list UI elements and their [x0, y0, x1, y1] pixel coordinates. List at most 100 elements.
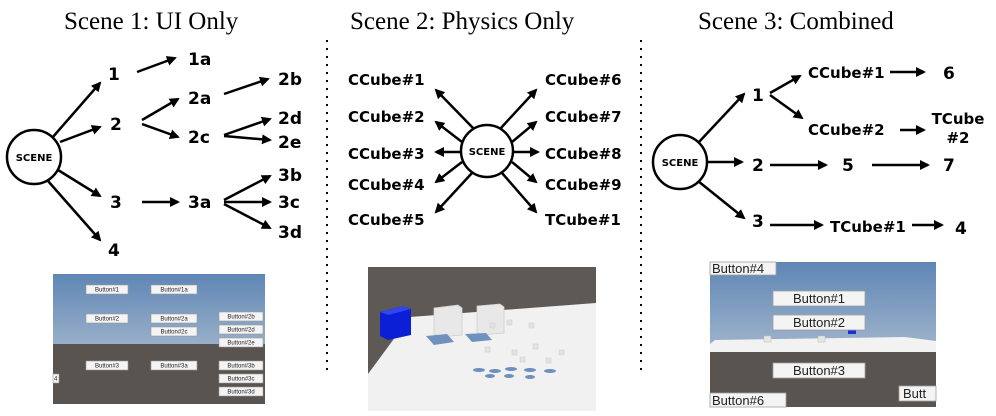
- button-1: Button#1: [95, 288, 120, 294]
- ccube-7: CCube#7: [545, 108, 622, 126]
- node-2d: 2d: [278, 109, 302, 129]
- edge: [51, 81, 102, 139]
- s3-ccube-1: CCube#1: [808, 64, 885, 82]
- edge: [136, 56, 177, 74]
- s3-button-partial: Butt: [903, 386, 927, 401]
- button-3a: Button#3a: [160, 364, 188, 370]
- ccube-1: CCube#1: [348, 71, 425, 89]
- s3-node-7: 7: [943, 156, 955, 176]
- ccube-5: CCube#5: [348, 211, 425, 229]
- s3-button-2: Button#2: [793, 315, 845, 330]
- button-2a: Button#2a: [160, 317, 188, 323]
- pad: [426, 334, 454, 345]
- s3-node-2: 2: [752, 156, 764, 176]
- pad: [465, 333, 492, 342]
- s3-tcube-2-line1: TCube: [932, 110, 985, 128]
- scene1-title: Scene 1: UI Only: [64, 8, 239, 35]
- node-3d: 3d: [278, 223, 302, 243]
- ccube-2: CCube#2: [348, 108, 425, 126]
- scene1-root-node: [5, 128, 63, 186]
- blue-cube: [848, 328, 856, 334]
- edge: [47, 180, 102, 242]
- ccube-9: CCube#9: [545, 176, 622, 194]
- button-2e: Button#2e: [227, 341, 255, 347]
- s3-button-4: Button#4: [712, 261, 764, 276]
- edge: [434, 88, 475, 130]
- button-2d: Button#2d: [227, 328, 254, 334]
- s3-tcube-1: TCube#1: [830, 218, 906, 236]
- tcube-1: TCube#1: [545, 211, 621, 229]
- scene3-title: Scene 3: Combined: [698, 8, 894, 35]
- edge: [501, 172, 538, 214]
- edge: [141, 97, 180, 122]
- edge: [223, 134, 272, 145]
- button-3: Button#3: [95, 364, 120, 370]
- scene2-tree: SCENE CCube#1 CCube#2 CCube#3 CCube#4 CC…: [348, 71, 622, 229]
- edge: [511, 120, 538, 143]
- s3-tcube-2-line2: #2: [946, 129, 969, 147]
- edge: [59, 125, 102, 144]
- small-cube: [763, 335, 772, 343]
- s3-node-3: 3: [752, 212, 764, 232]
- ccube-8: CCube#8: [545, 145, 622, 163]
- edge: [57, 168, 102, 198]
- scene1-screenshot: Button#1 Button#1a Button#2 Button#2a Bu…: [52, 274, 265, 404]
- node-1: 1: [108, 65, 120, 85]
- scene1-root-label: SCENE: [16, 153, 53, 164]
- node-2b: 2b: [278, 70, 302, 90]
- button-3c: Button#3c: [227, 377, 254, 383]
- ccube-4: CCube#4: [348, 176, 425, 194]
- button-2: Button#2: [95, 317, 120, 323]
- scene3-root-label: SCENE: [662, 158, 699, 169]
- edge: [223, 174, 272, 202]
- floor-plane: [368, 303, 596, 411]
- node-4: 4: [108, 241, 120, 261]
- node-2e: 2e: [278, 133, 301, 153]
- node-2c: 2c: [188, 128, 210, 148]
- edge: [141, 122, 180, 139]
- edge: [434, 161, 463, 184]
- s3-node-6: 6: [943, 64, 955, 84]
- scene2-root-label: SCENE: [469, 147, 506, 158]
- button-1a: Button#1a: [160, 288, 188, 294]
- edge: [769, 93, 804, 120]
- node-2a: 2a: [188, 89, 211, 109]
- scene2-screenshot: [368, 267, 596, 411]
- button-2b: Button#2b: [227, 315, 255, 321]
- button-3d: Button#3d: [227, 390, 254, 396]
- white-cube-2: [476, 303, 505, 336]
- edge: [434, 172, 473, 214]
- s3-node-4: 4: [955, 219, 967, 239]
- button-3b: Button#3b: [227, 364, 255, 370]
- blue-cube-top: [380, 306, 411, 315]
- node-1a: 1a: [188, 50, 211, 70]
- node-2: 2: [110, 115, 122, 135]
- scene3-screenshot: Button#4 Button#1 Button#2 Button#3 Butt…: [709, 261, 937, 408]
- scene2-root-node: [459, 123, 515, 179]
- edge: [223, 76, 270, 96]
- small-cube: [817, 335, 826, 343]
- edge: [511, 161, 538, 184]
- edge: [769, 74, 802, 95]
- button-2c: Button#2c: [160, 330, 187, 336]
- s3-node-5: 5: [842, 156, 854, 176]
- button-4-partial: 4: [54, 377, 58, 383]
- edge: [223, 202, 272, 230]
- edge: [697, 92, 746, 144]
- ccube-3: CCube#3: [348, 145, 425, 163]
- edge: [223, 116, 272, 137]
- edge: [499, 88, 538, 130]
- node-3a: 3a: [188, 193, 211, 213]
- node-3c: 3c: [278, 193, 300, 213]
- s3-ccube-2: CCube#2: [808, 121, 885, 139]
- white-cube-1: [433, 304, 463, 338]
- ccube-6: CCube#6: [545, 71, 622, 89]
- edge: [697, 180, 746, 220]
- scene3-root-node: [651, 133, 709, 191]
- scene2-title: Scene 2: Physics Only: [350, 8, 575, 35]
- s3-button-1: Button#1: [793, 291, 845, 306]
- edge: [434, 120, 463, 143]
- s3-button-6: Button#6: [712, 393, 764, 408]
- s3-node-1: 1: [752, 86, 764, 106]
